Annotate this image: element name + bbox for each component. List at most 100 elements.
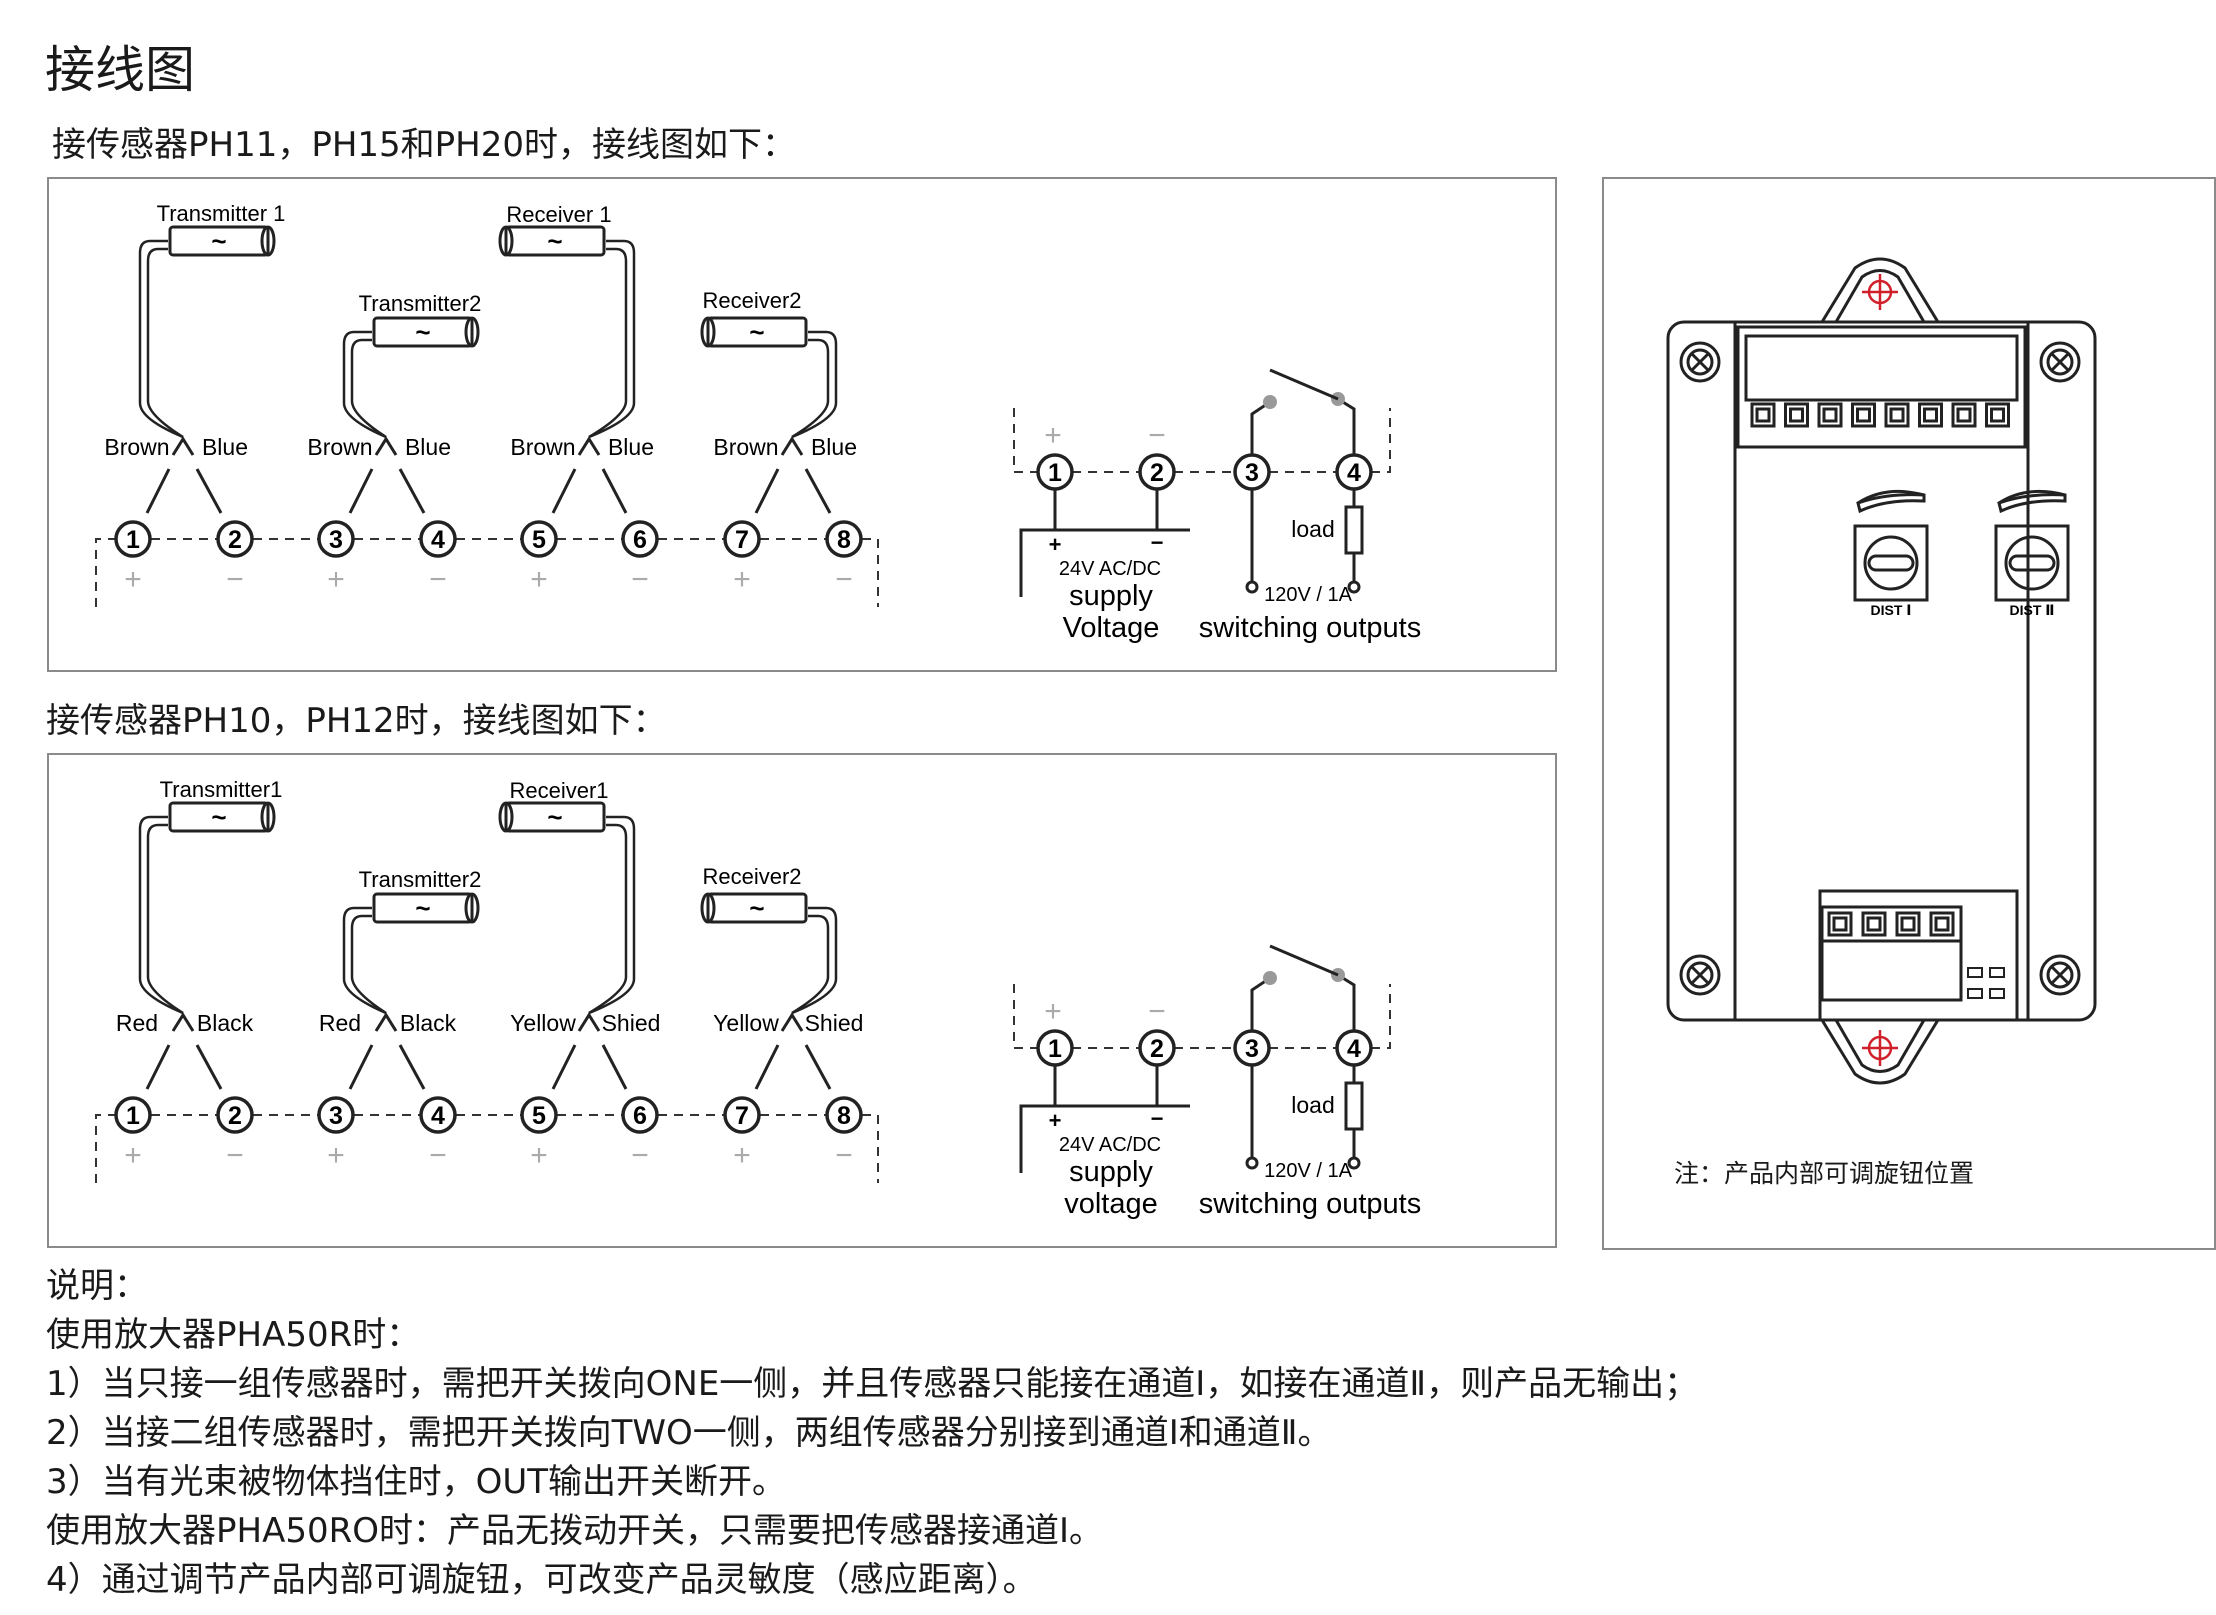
polarity-sign: − <box>226 1139 244 1172</box>
switch-wire <box>1250 400 1271 455</box>
supply-label: supply <box>1069 580 1153 612</box>
output-end <box>1347 1156 1361 1170</box>
terminal-number: 5 <box>532 526 546 554</box>
component-label: Transmitter1 <box>160 777 283 802</box>
screw-icon <box>1686 348 1714 376</box>
terminal-number: 4 <box>431 1102 445 1130</box>
sensor-lens <box>260 801 276 833</box>
wire-label: Blue <box>405 434 451 460</box>
terminal-number: 2 <box>1150 459 1164 487</box>
wire-label: Blue <box>811 434 857 460</box>
polarity-sign: − <box>835 1139 853 1172</box>
terminal-block-top <box>1736 325 2027 449</box>
terminal-number: 4 <box>1347 459 1361 487</box>
dashed-bus <box>1371 984 1391 1049</box>
terminal-number: 8 <box>837 1102 851 1130</box>
beam-icon: ~ <box>415 893 430 923</box>
supply-line <box>1019 1104 1190 1173</box>
terminal-screw-icon <box>1900 916 1916 932</box>
terminal-number: 3 <box>329 526 343 554</box>
component-label: Transmitter 1 <box>157 201 286 226</box>
screw-icon <box>2046 961 2074 989</box>
sensor-cable <box>791 906 838 1015</box>
wire-label: Brown <box>713 434 778 460</box>
connector-housing <box>1818 889 2019 1022</box>
description-line: 2）当接二组传感器时，需把开关拨向TWO一侧，两组传感器分别接到通道Ⅰ和通道Ⅱ。 <box>46 1413 1332 1453</box>
dashed-bus <box>95 538 115 607</box>
wire-split <box>780 436 804 456</box>
beam-icon: ~ <box>211 802 226 832</box>
sensor-cable <box>138 239 184 439</box>
description-heading: 说明： <box>46 1266 148 1306</box>
terminal-screw-icon <box>1951 402 1977 428</box>
sensor-cable <box>791 914 830 1015</box>
wire-label: Brown <box>307 434 372 460</box>
dashed-bus <box>862 1114 879 1183</box>
sensor-cable <box>342 330 387 439</box>
sensor-body <box>372 892 474 924</box>
terminal-screw-icon <box>1990 407 2005 423</box>
load-label: load <box>1291 516 1334 542</box>
wire <box>601 1044 628 1090</box>
screw-icon <box>1686 961 1714 989</box>
polarity-sign: − <box>226 563 244 596</box>
voltage-label: voltage <box>1064 1188 1158 1220</box>
dashed-bus <box>862 538 879 607</box>
wire <box>398 1044 426 1090</box>
terminal-5 <box>520 520 558 558</box>
component-label: Receiver 1 <box>506 202 611 227</box>
terminal-number: 1 <box>126 526 140 554</box>
wire <box>348 1044 374 1090</box>
terminal-7 <box>723 1096 761 1134</box>
wire <box>754 1044 780 1090</box>
device-note: 注：产品内部可调旋钮位置 <box>1674 1159 1975 1188</box>
polarity-sign: + <box>327 563 345 596</box>
terminal-7 <box>723 520 761 558</box>
component-label: Receiver2 <box>702 864 801 889</box>
description-line: 使用放大器PHA50RO时：产品无拨动开关，只需要把传感器接通道Ⅰ。 <box>46 1511 1104 1551</box>
wire <box>195 468 223 514</box>
polarity-sign: − <box>835 563 853 596</box>
terminal-block-cover <box>1744 334 2019 402</box>
dashed-bus <box>1013 408 1038 473</box>
dist-knob-2 <box>1994 524 2070 602</box>
polarity-sign: − <box>1151 530 1164 555</box>
terminal-screw-icon <box>1884 402 1910 428</box>
screw-icon <box>1690 352 1710 372</box>
supply-voltage: 24V AC/DC <box>1059 1134 1161 1156</box>
terminal-1 <box>114 520 152 558</box>
wire <box>804 468 832 514</box>
wire-label: Red <box>319 1010 361 1036</box>
polarity-sign: − <box>1151 1106 1164 1131</box>
terminal-screw-icon <box>1866 916 1882 932</box>
section2-caption: 接传感器PH10，PH12时，接线图如下： <box>46 701 667 741</box>
page-title: 接线图 <box>45 41 195 99</box>
terminal-screw-icon <box>1755 407 1771 423</box>
terminal-screw-icon <box>1851 402 1876 428</box>
switch-contact <box>1263 971 1277 985</box>
polarity-sign: − <box>1148 995 1166 1028</box>
description-line: 4）通过调节产品内部可调旋钮，可改变产品灵敏度（感应距离）。 <box>46 1560 1037 1600</box>
description-line: 3）当有光束被物体挡住时，OUT输出开关断开。 <box>46 1462 787 1502</box>
terminal-number: 1 <box>1048 459 1062 487</box>
terminal-3 <box>317 1096 355 1134</box>
beam-icon: ~ <box>749 317 764 347</box>
sensor-cable <box>146 247 184 439</box>
terminal-screw-icon <box>1784 402 1809 428</box>
beam-icon: ~ <box>415 317 430 347</box>
adjust-arrow-icon <box>1856 493 1926 514</box>
terminal-screw-icon <box>1934 916 1950 932</box>
terminal-screw-icon <box>1918 402 1943 428</box>
terminal-screw-icon <box>1789 407 1804 423</box>
sensor-cable <box>588 823 628 1015</box>
sensor-cable <box>146 823 184 1015</box>
wire-label: Black <box>400 1010 457 1036</box>
screw-icon <box>2050 352 2070 372</box>
polarity-sign: − <box>631 563 649 596</box>
terminal-screw-icon <box>1827 911 1853 937</box>
sensor-body <box>372 316 474 348</box>
supply-voltage: 24V AC/DC <box>1059 558 1161 580</box>
